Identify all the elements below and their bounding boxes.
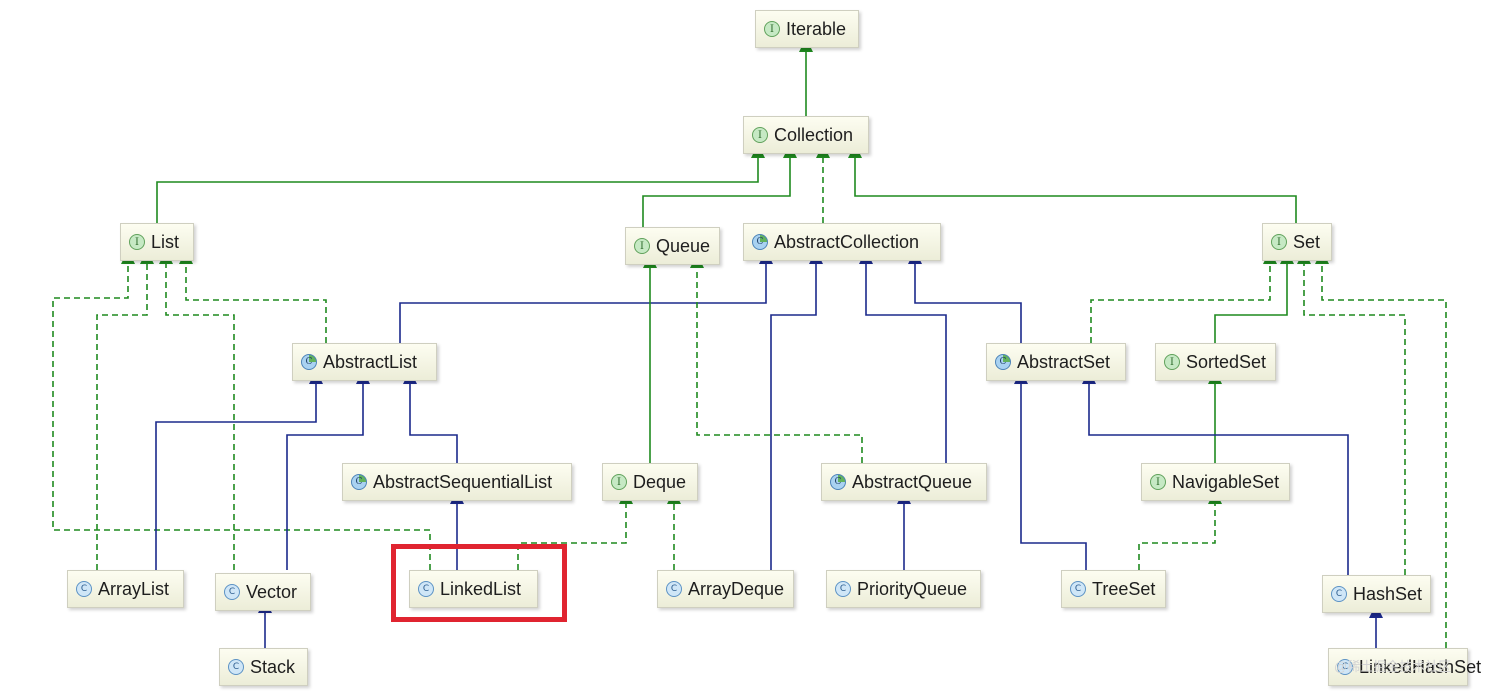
abstract-class-icon: C	[830, 474, 846, 490]
edge-abstractset-abstractcollection	[908, 250, 1022, 343]
interface-icon: I	[1271, 234, 1287, 250]
abstract-class-icon: C	[995, 354, 1011, 370]
node-label: AbstractSequentialList	[373, 471, 553, 492]
abstract-class-icon: C	[351, 474, 367, 490]
node-abstract-list[interactable]: C AbstractList	[292, 343, 437, 381]
node-label: Queue	[656, 235, 711, 256]
edge-arraylist-abstractlist	[155, 370, 323, 570]
interface-icon: I	[1150, 474, 1166, 490]
interface-icon: I	[129, 234, 145, 250]
class-icon: C	[835, 581, 851, 597]
edge-set-collection	[848, 144, 1297, 223]
node-navigable-set[interactable]: I NavigableSet	[1141, 463, 1290, 501]
node-abstract-sequential-list[interactable]: C AbstractSequentialList	[342, 463, 572, 501]
node-hash-set[interactable]: C HashSet	[1322, 575, 1431, 613]
edge-abstractsequentiallist-abstractlist	[403, 370, 458, 463]
node-tree-set[interactable]: C TreeSet	[1061, 570, 1166, 608]
edge-treeset-abstractset	[1014, 370, 1087, 570]
node-label: Collection	[774, 124, 854, 145]
node-array-list[interactable]: C ArrayList	[67, 570, 184, 608]
edge-vector-list	[159, 250, 235, 570]
node-label: Vector	[246, 581, 298, 602]
edge-vector-abstractlist	[286, 370, 370, 570]
node-label: HashSet	[1353, 583, 1423, 604]
node-label: Deque	[633, 471, 687, 492]
node-vector[interactable]: C Vector	[215, 573, 311, 611]
node-label: LinkedHashSet	[1359, 656, 1482, 677]
node-stack[interactable]: C Stack	[219, 648, 308, 686]
node-label: NavigableSet	[1172, 471, 1280, 492]
node-linked-list[interactable]: C LinkedList	[409, 570, 538, 608]
watermark: @稀土掘金技术社区	[1334, 659, 1452, 674]
node-array-deque[interactable]: C ArrayDeque	[657, 570, 794, 608]
class-icon: C	[418, 581, 434, 597]
node-abstract-queue[interactable]: C AbstractQueue	[821, 463, 987, 501]
class-icon: C	[666, 581, 682, 597]
edge-arraydeque-abstractcollection	[770, 250, 823, 570]
class-icon: C	[228, 659, 244, 675]
node-label: LinkedList	[440, 578, 522, 599]
interface-icon: I	[752, 127, 768, 143]
node-label: SortedSet	[1186, 351, 1267, 372]
node-label: AbstractQueue	[852, 471, 973, 492]
node-label: ArrayDeque	[688, 578, 785, 599]
interface-icon: I	[611, 474, 627, 490]
edge-linkedlist-list	[52, 250, 431, 570]
node-abstract-collection[interactable]: C AbstractCollection	[743, 223, 941, 261]
node-label: AbstractCollection	[774, 231, 920, 252]
highlight-box	[391, 544, 567, 622]
edge-treeset-navigableset	[1138, 490, 1222, 570]
node-list[interactable]: I List	[120, 223, 194, 261]
class-icon: C	[1331, 586, 1347, 602]
edge-list-collection	[156, 144, 765, 223]
node-queue[interactable]: I Queue	[625, 227, 720, 265]
node-label: TreeSet	[1092, 578, 1156, 599]
abstract-class-icon: C	[301, 354, 317, 370]
class-icon: C	[76, 581, 92, 597]
edge-hashset-abstractset	[1082, 370, 1349, 575]
node-label: AbstractList	[323, 351, 418, 372]
edge-abstractlist-list	[179, 250, 327, 343]
node-label: Iterable	[786, 18, 847, 39]
interface-icon: I	[634, 238, 650, 254]
node-label: AbstractSet	[1017, 351, 1111, 372]
node-priority-queue[interactable]: C PriorityQueue	[826, 570, 981, 608]
node-set[interactable]: I Set	[1262, 223, 1332, 261]
interface-icon: I	[764, 21, 780, 37]
interface-icon: I	[1164, 354, 1180, 370]
node-linked-hash-set[interactable]: C LinkedHashSet	[1328, 648, 1481, 686]
node-label: Stack	[250, 656, 296, 677]
edge-linkedlist-deque	[517, 490, 633, 570]
class-icon: C	[224, 584, 240, 600]
edge-queue-collection	[642, 144, 797, 227]
class-icon: C	[1337, 659, 1353, 675]
node-label: Set	[1293, 231, 1321, 252]
node-label: PriorityQueue	[857, 578, 968, 599]
class-icon: C	[1070, 581, 1086, 597]
node-iterable[interactable]: I Iterable	[755, 10, 859, 48]
node-abstract-set[interactable]: C AbstractSet	[986, 343, 1126, 381]
edge-abstractqueue-queue	[690, 254, 863, 463]
abstract-class-icon: C	[752, 234, 768, 250]
node-collection[interactable]: I Collection	[743, 116, 869, 154]
edge-sortedset-set	[1214, 250, 1294, 343]
node-label: List	[151, 231, 180, 252]
edge-arraylist-list	[96, 250, 154, 570]
edge-abstractset-set	[1090, 250, 1277, 343]
node-sorted-set[interactable]: I SortedSet	[1155, 343, 1276, 381]
edge-abstractlist-abstractcollection	[399, 250, 773, 343]
node-deque[interactable]: I Deque	[602, 463, 698, 501]
edge-hashset-set	[1297, 250, 1406, 575]
node-label: ArrayList	[98, 578, 170, 599]
edge-linkedhashset-set	[1315, 250, 1447, 648]
edge-abstractqueue-abstractcollection	[859, 250, 947, 463]
